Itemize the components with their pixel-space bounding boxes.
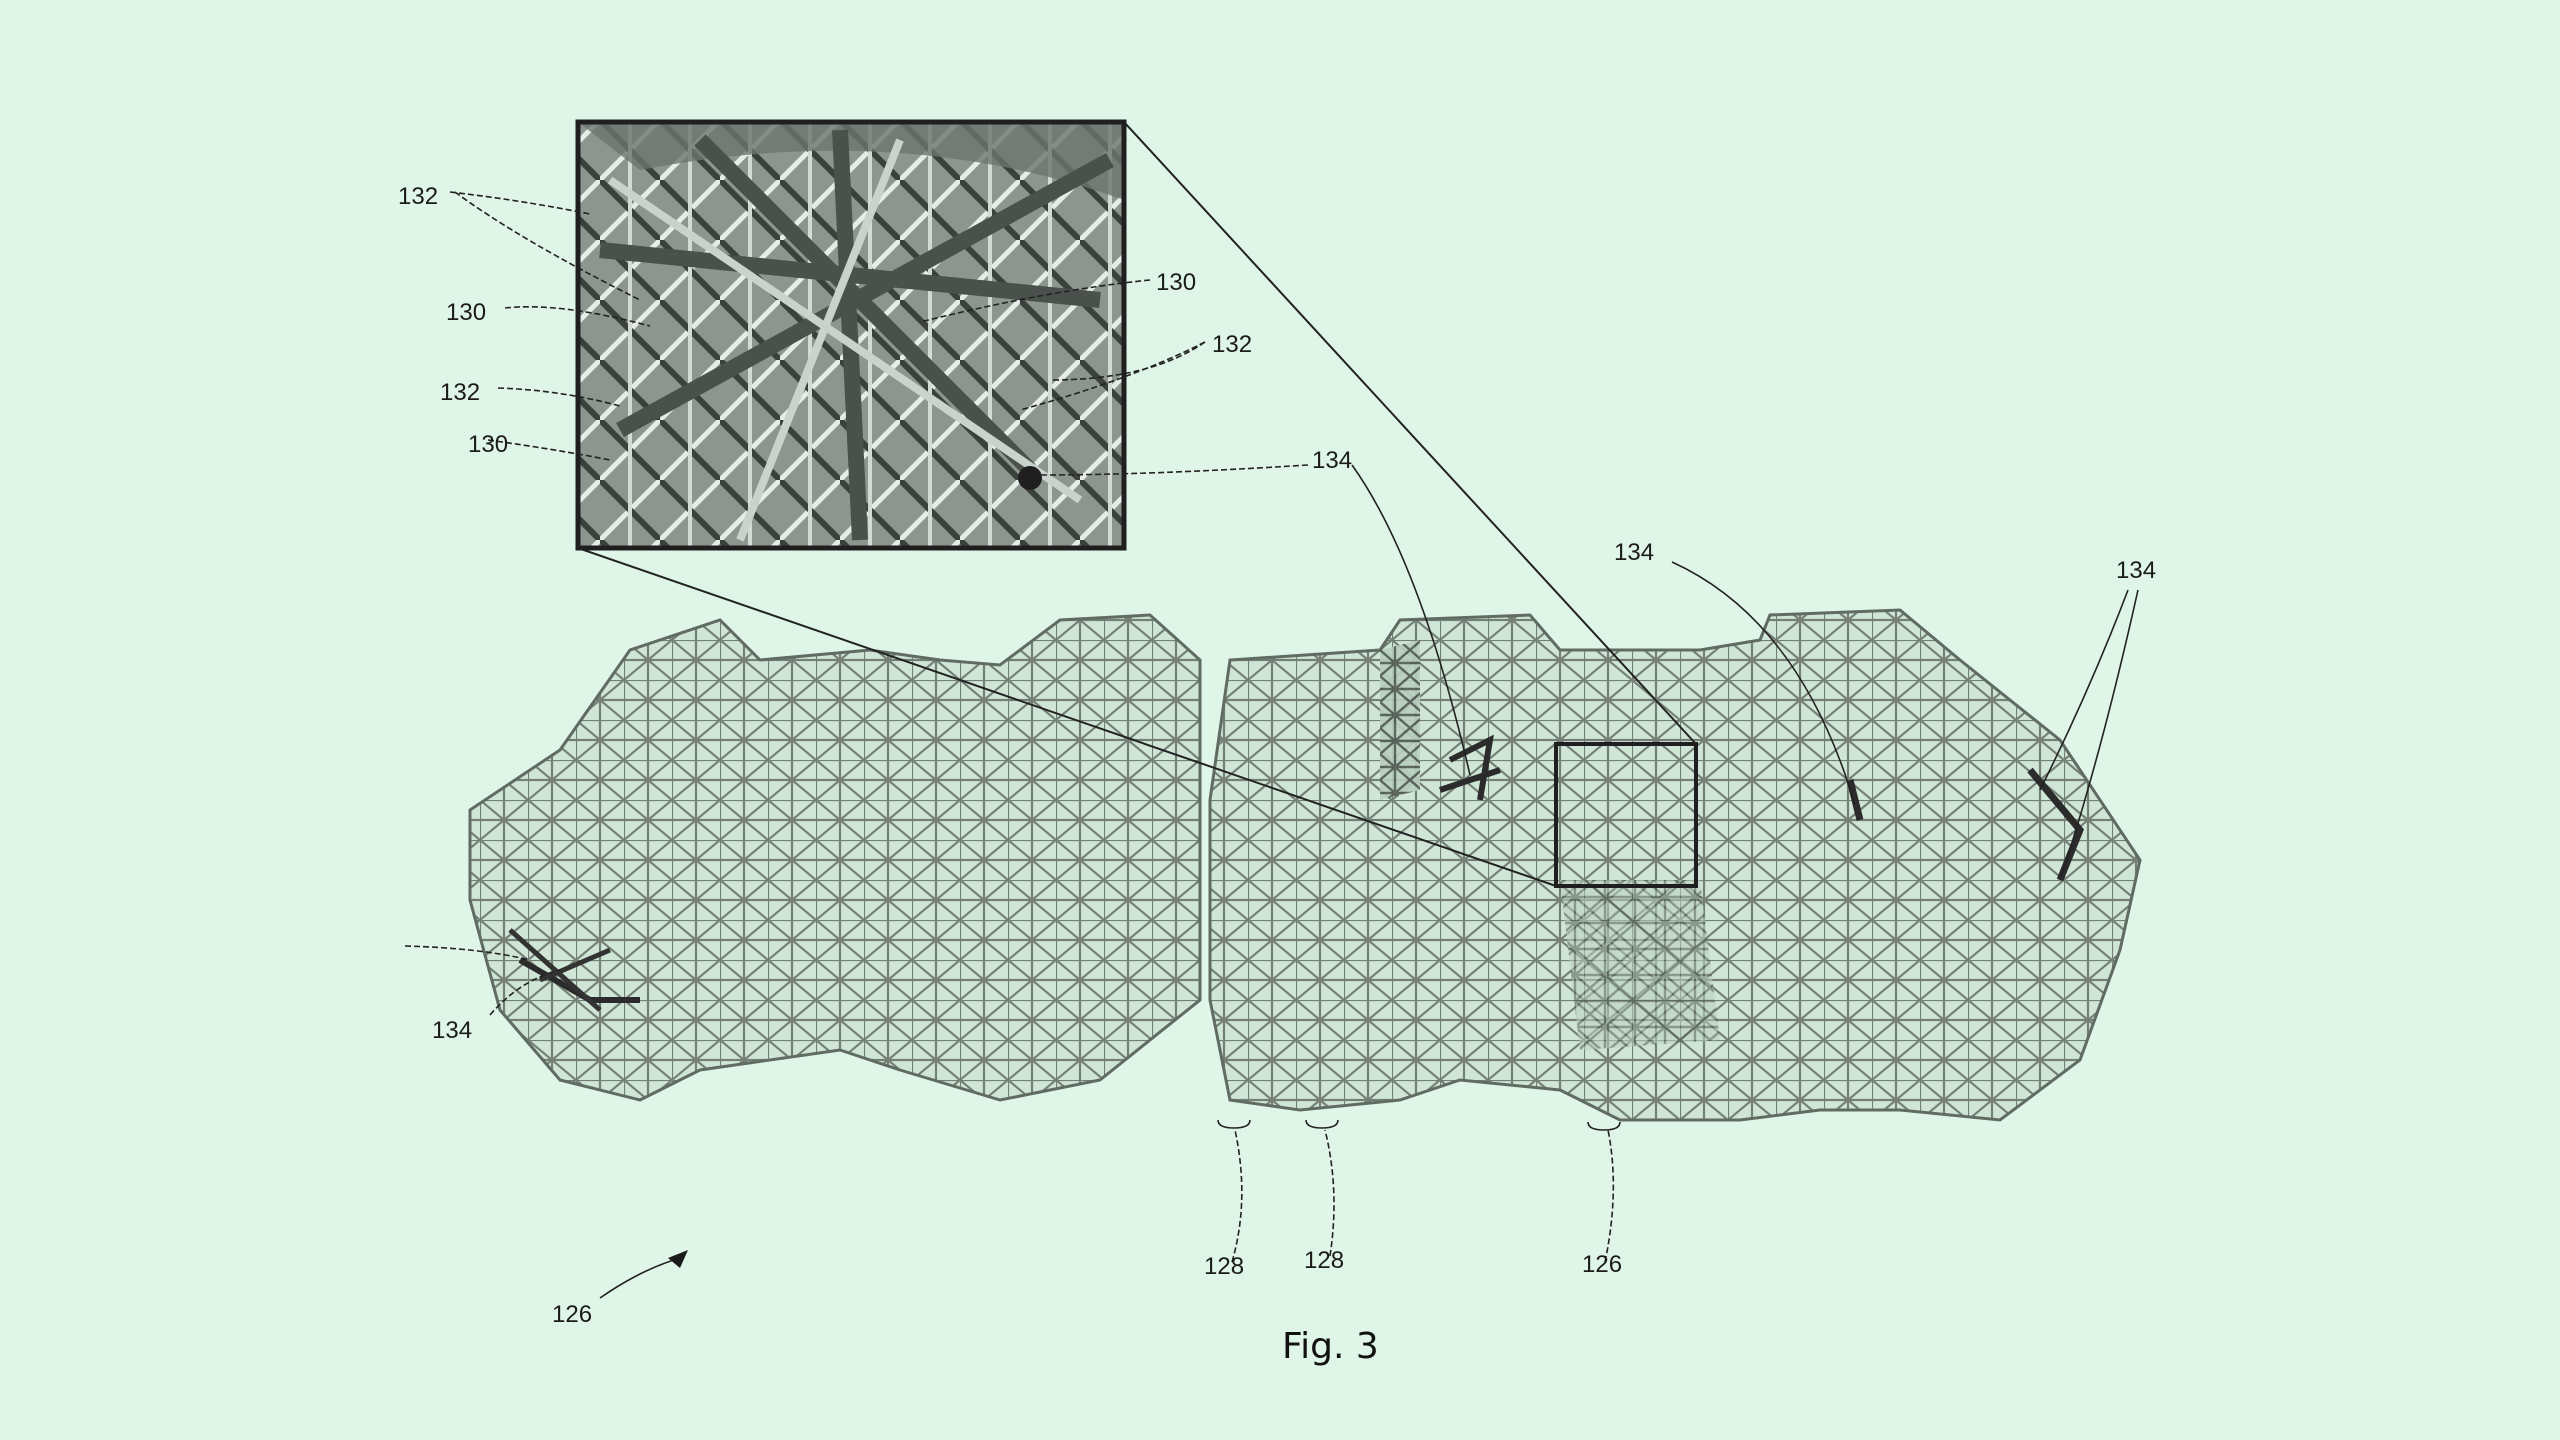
strut-node-134-right (1846, 779, 1864, 821)
strut-cross-left (508, 928, 611, 1012)
label-128-a: 128 (1204, 1253, 1244, 1280)
strut-node-134-mid (1439, 734, 1501, 801)
lattice-block-left (468, 613, 1202, 1102)
zoom-connector-bottom (577, 547, 1557, 887)
label-130-inset: 130 (1156, 269, 1196, 296)
label-130-b: 130 (468, 431, 508, 458)
detail-region-box (1554, 742, 1698, 888)
lattice-column (1380, 640, 1420, 800)
leader-lines (404, 191, 2139, 1299)
label-130-a: 130 (446, 299, 486, 326)
figure-caption: Fig. 3 (1282, 1326, 1379, 1367)
lattice-inner-region (1560, 880, 1720, 1050)
label-134-right: 134 (2116, 557, 2156, 584)
label-126-overall: 126 (552, 1301, 592, 1328)
label-134-center: 134 (1614, 539, 1654, 566)
inset-enlarged-view (575, 119, 1127, 551)
label-128-b: 128 (1304, 1247, 1344, 1274)
label-132-inset: 132 (1212, 331, 1252, 358)
label-132-top: 132 (398, 183, 438, 210)
lattice-block-right (1208, 608, 2142, 1122)
reference-numerals: 132 130 132 130 130 132 134 134 134 134 … (398, 183, 2156, 1328)
label-134-left: 134 (432, 1017, 472, 1044)
zoom-connector-top (1123, 121, 1697, 745)
label-134-inset: 134 (1312, 447, 1352, 474)
label-132-mid: 132 (440, 379, 480, 406)
strut-node-134-edge (2027, 767, 2085, 882)
label-126-structure: 126 (1582, 1251, 1622, 1278)
